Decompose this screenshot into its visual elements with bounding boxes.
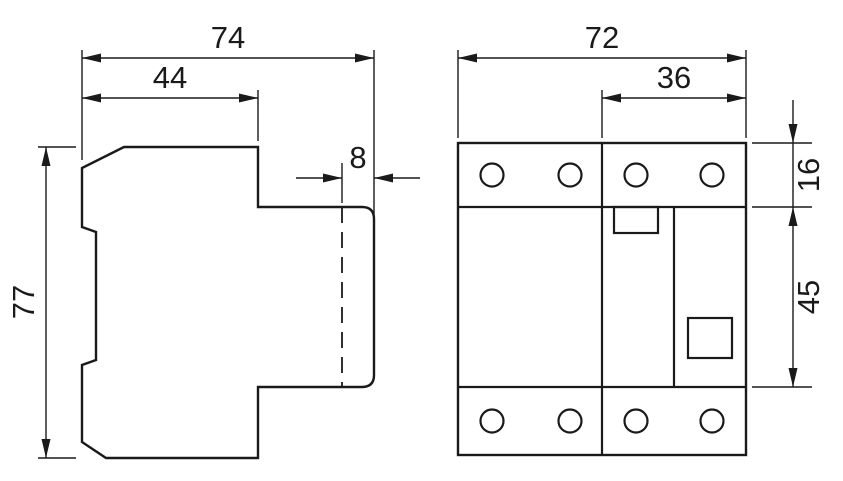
terminal-height-label: 16: [791, 158, 826, 192]
terminal-screw: [479, 408, 505, 434]
overall-height-label: 77: [6, 285, 41, 319]
terminal-screw: [699, 162, 725, 188]
dim-face-depth: 44: [82, 60, 259, 141]
test-button: [612, 205, 660, 235]
terminal-screw: [557, 162, 583, 188]
face-depth-label: 44: [153, 60, 187, 95]
side-profile-outline: [80, 145, 376, 460]
side-view: 74 44 8 77: [6, 20, 420, 460]
dim-module-width: 36: [601, 60, 746, 138]
terminal-screw: [623, 408, 649, 434]
overall-width-label: 72: [585, 20, 619, 55]
terminal-screw: [623, 162, 649, 188]
front-view: 72 36 16 45: [456, 20, 826, 457]
dim-rail-depth: 8: [296, 140, 420, 203]
dim-overall-height: 77: [6, 146, 76, 459]
rail-depth-label: 8: [349, 140, 366, 175]
dim-terminal-height: 16: [752, 100, 826, 208]
body-height-label: 45: [791, 280, 826, 314]
terminal-screw: [479, 162, 505, 188]
dim-overall-depth: 74: [81, 20, 375, 215]
terminal-screw: [557, 408, 583, 434]
dim-body-height: 45: [752, 207, 826, 388]
dim-overall-width: 72: [457, 20, 747, 138]
overall-depth-label: 74: [211, 20, 245, 55]
terminal-screw: [699, 408, 725, 434]
switch-lever-window: [686, 316, 734, 360]
module-width-label: 36: [657, 60, 691, 95]
